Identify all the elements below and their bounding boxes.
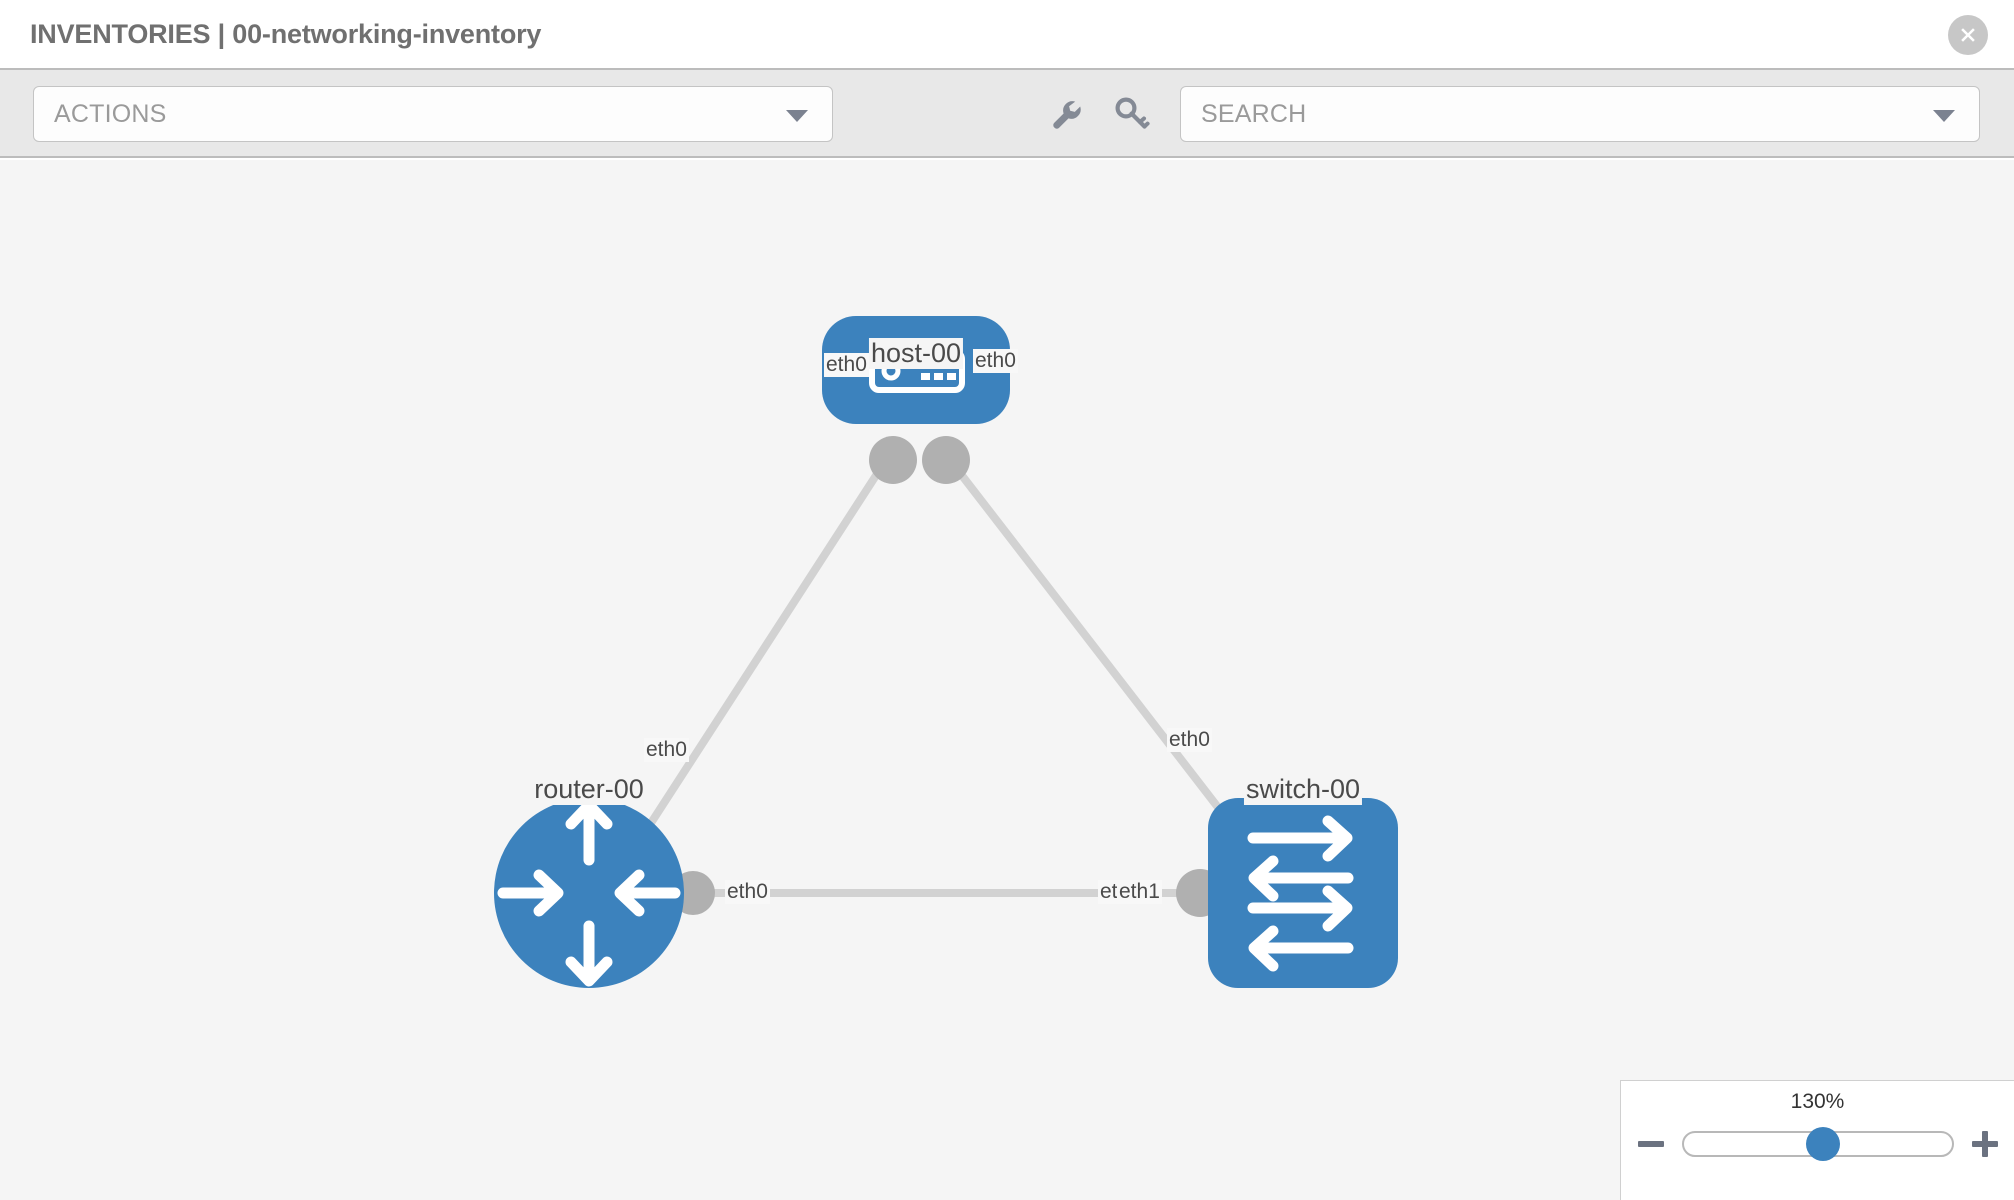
minus-icon[interactable] bbox=[1634, 1127, 1668, 1161]
close-icon[interactable] bbox=[1948, 15, 1988, 55]
zoom-slider-handle[interactable] bbox=[1805, 1127, 1840, 1161]
zoom-slider[interactable] bbox=[1681, 1127, 1954, 1161]
edge-label: eth0 bbox=[824, 353, 869, 377]
page-title: INVENTORIES | 00-networking-inventory bbox=[30, 18, 542, 49]
link-host00-router00 bbox=[636, 457, 890, 843]
node-router-00 bbox=[494, 798, 684, 988]
connector-host00-right bbox=[922, 436, 970, 484]
actions-dropdown[interactable]: ACTIONS bbox=[33, 86, 833, 142]
edge-label: eth0 bbox=[1167, 728, 1212, 752]
zoom-percent-label: 130% bbox=[1790, 1090, 1845, 1113]
toolbar: ACTIONS SEARCH bbox=[0, 68, 2014, 158]
topology-connectors bbox=[671, 436, 1263, 917]
node-label-host-00: host-00 bbox=[868, 338, 964, 369]
edge-label: eth0 bbox=[725, 880, 770, 904]
key-icon[interactable] bbox=[1110, 92, 1154, 136]
router-arrows-icon bbox=[497, 799, 681, 987]
wrench-icon[interactable] bbox=[1043, 92, 1087, 136]
node-switch-00 bbox=[1208, 798, 1398, 988]
link-host00-switch00 bbox=[946, 457, 1241, 835]
node-label-router-00: router-00 bbox=[532, 774, 646, 805]
edge-label: eth1 bbox=[1117, 880, 1162, 904]
edge-label: eth0 bbox=[644, 738, 689, 762]
chevron-down-icon bbox=[786, 110, 808, 122]
switch-arrows-icon bbox=[1247, 815, 1354, 972]
topology-canvas[interactable]: eth0 eth0 eth0 eth0 eth0 eth0 eth1 host-… bbox=[0, 160, 2014, 1200]
node-label-switch-00: switch-00 bbox=[1243, 774, 1363, 805]
topology-graph bbox=[494, 316, 1398, 988]
plus-icon[interactable] bbox=[1968, 1127, 2002, 1161]
edge-label: eth0 bbox=[973, 349, 1018, 373]
actions-dropdown-label: ACTIONS bbox=[54, 99, 167, 128]
page-header: INVENTORIES | 00-networking-inventory bbox=[0, 0, 2014, 68]
connector-host00-left bbox=[869, 436, 917, 484]
chevron-down-icon[interactable] bbox=[1933, 110, 1955, 122]
topology-links bbox=[636, 457, 1241, 897]
zoom-control: 130% bbox=[1620, 1080, 2014, 1200]
search-placeholder: SEARCH bbox=[1201, 99, 1307, 128]
search-input[interactable]: SEARCH bbox=[1180, 86, 1980, 142]
